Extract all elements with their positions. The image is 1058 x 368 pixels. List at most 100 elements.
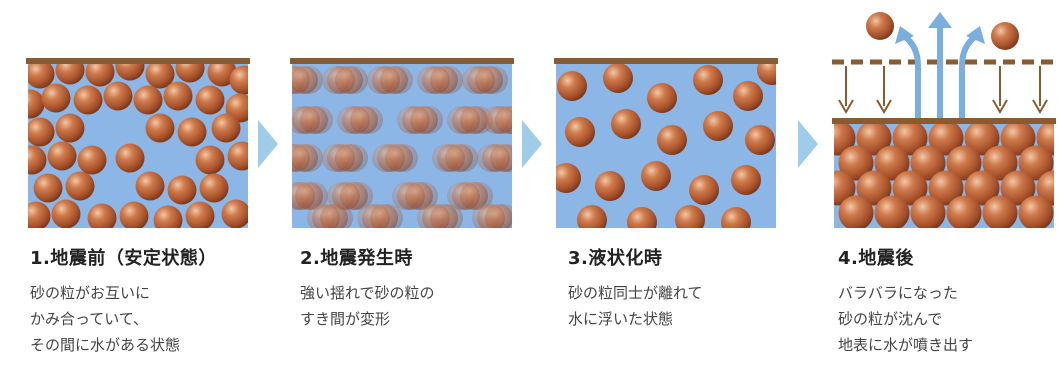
sand-grain-icon — [557, 71, 587, 101]
caption-1: 1.地震前（安定状態） 砂の粒がお互いに かみ合っていて、 その間に水がある状態 — [30, 244, 280, 358]
sand-grain-icon — [733, 81, 763, 111]
caption-line: かみ合っていて、 — [30, 310, 149, 328]
sand-grain-icon — [910, 195, 946, 228]
sand-grain-icon — [28, 117, 55, 147]
sand-grain-icon — [115, 64, 145, 81]
caption-line: 水に浮いた状態 — [568, 310, 674, 328]
sand-grain-icon — [135, 171, 165, 201]
sand-grain-icon — [211, 113, 241, 143]
sand-grain-icon — [1000, 170, 1036, 206]
sand-grain-icon — [991, 22, 1019, 50]
arrow-down-icon — [1032, 99, 1048, 114]
sand-grain-icon — [195, 145, 225, 175]
sand-grain-icon — [167, 175, 197, 205]
sand-grain-icon — [430, 66, 458, 94]
panel-4-water-arrows — [901, 21, 979, 125]
sand-grain-icon — [495, 106, 512, 134]
panel-3-ground-bar — [554, 58, 778, 64]
sand-grain-icon — [1018, 145, 1054, 181]
sand-grain-icon — [41, 83, 71, 113]
sand-grain-icon — [445, 144, 473, 172]
arrow-up-icon — [966, 26, 985, 44]
sand-grain-icon — [119, 201, 149, 228]
sand-grain-icon — [33, 173, 63, 203]
sand-grain-icon — [982, 145, 1018, 181]
panel-1-grains — [28, 64, 248, 228]
sand-grain-icon — [946, 145, 982, 181]
panel-2-grains — [292, 66, 512, 228]
sand-grain-icon — [856, 170, 892, 206]
sand-grain-icon — [227, 141, 248, 171]
caption-line: 強い揺れで砂の粒の — [300, 284, 435, 302]
sand-grain-icon — [28, 145, 47, 175]
sand-grain-icon — [55, 64, 85, 85]
sand-grain-icon — [721, 207, 751, 228]
sand-grain-icon — [982, 195, 1018, 228]
sand-grain-icon — [380, 66, 408, 94]
sand-grain-icon — [195, 85, 225, 115]
sand-grain-icon — [335, 144, 363, 172]
sand-grain-icon — [757, 64, 776, 85]
sand-grain-icon — [145, 64, 175, 89]
sand-grain-icon — [350, 106, 378, 134]
sand-grain-icon — [874, 195, 910, 228]
sand-grain-icon — [73, 85, 103, 115]
panel-2-ground-bar — [290, 58, 514, 64]
sand-grain-icon — [153, 205, 183, 228]
caption-title: 3.液状化時 — [568, 248, 663, 269]
sand-grain-icon — [928, 124, 964, 156]
sand-grain-icon — [430, 204, 458, 228]
sand-grain-icon — [115, 143, 145, 173]
sand-grain-icon — [340, 182, 368, 210]
arrow-up-icon — [959, 33, 979, 125]
arrow-up-icon — [928, 12, 952, 28]
sand-grain-icon — [370, 204, 398, 228]
sand-grain-icon — [490, 144, 512, 172]
panel-4-ground-bar — [832, 118, 1056, 124]
sand-grain-icon — [77, 145, 107, 175]
sand-grain-icon — [964, 124, 1000, 156]
sand-grain-icon — [460, 106, 488, 134]
sand-grain-icon — [145, 113, 175, 143]
sand-grain-icon — [910, 145, 946, 181]
sand-grain-icon — [689, 175, 719, 205]
caption-title: 1.地震前（安定状態） — [30, 248, 217, 269]
sand-grain-icon — [856, 124, 892, 156]
caption-2: 2.地震発生時 強い揺れで砂の粒の すき間が変形 — [300, 244, 550, 332]
sand-grain-icon — [51, 199, 81, 228]
sand-grain-icon — [410, 106, 438, 134]
sand-grain-icon — [928, 170, 964, 206]
sand-grain-icon — [657, 125, 687, 155]
caption-line: 地表に水が噴き出す — [838, 336, 974, 354]
arrow-up-icon — [895, 26, 914, 44]
chevron-right-icon — [522, 120, 542, 168]
chevron-right-icon — [798, 120, 818, 168]
caption-line: その間に水がある状態 — [30, 336, 181, 354]
sand-grain-icon — [838, 195, 874, 228]
sand-grain-icon — [1000, 124, 1036, 156]
arrow-down-icon — [876, 99, 892, 114]
sand-grain-icon — [731, 165, 761, 195]
sand-grain-icon — [745, 125, 775, 155]
sand-grain-icon — [292, 66, 318, 94]
sand-grain-icon — [556, 163, 581, 193]
sand-grain-icon — [405, 182, 433, 210]
sand-grain-icon — [595, 171, 625, 201]
sand-grain-icon — [892, 124, 928, 156]
sand-grain-icon — [199, 173, 229, 203]
sand-grain-icon — [627, 207, 657, 228]
sand-grain-icon — [475, 66, 503, 94]
sand-grain-icon — [207, 64, 237, 87]
caption-line: 砂の粒が沈んで — [838, 310, 943, 328]
sand-grain-icon — [103, 81, 133, 111]
sand-grain-icon — [647, 83, 677, 113]
caption-description: 砂の粒同士が離れて 水に浮いた状態 — [568, 280, 818, 332]
caption-description: バラバラになった 砂の粒が沈んで 地表に水が噴き出す — [838, 280, 1054, 358]
caption-title: 4.地震後 — [838, 248, 914, 269]
sand-grain-icon — [641, 161, 671, 191]
sand-grain-icon — [892, 170, 928, 206]
sand-grain-icon — [964, 170, 1000, 206]
arrow-down-icon — [838, 99, 854, 114]
sand-grain-icon — [47, 141, 77, 171]
